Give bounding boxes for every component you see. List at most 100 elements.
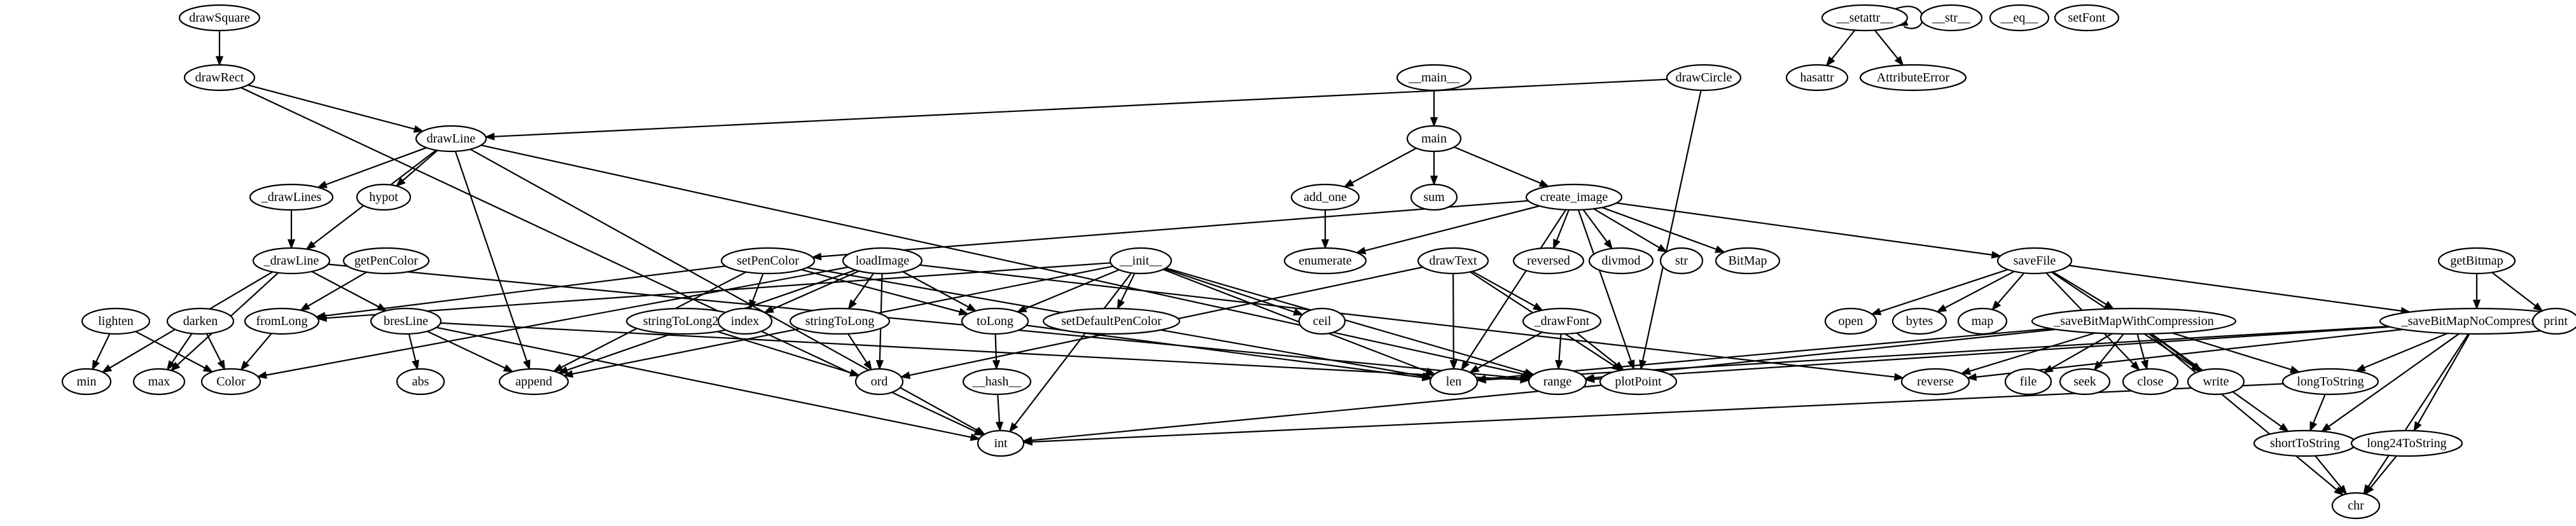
node-label: longToString xyxy=(2297,375,2364,389)
edge-init-to-ceil xyxy=(1164,268,1304,316)
edge-create-image-to-enumerate xyxy=(1355,205,1540,254)
edge-create-image-to-divmod xyxy=(1582,209,1613,250)
node-label: darken xyxy=(183,314,218,328)
node-shape xyxy=(356,183,412,211)
node-label: __main__ xyxy=(1408,71,1460,85)
node-setattr: __setattr__ xyxy=(1821,4,1909,32)
arrowhead-icon xyxy=(1475,375,1486,384)
arrowhead-icon xyxy=(900,371,911,379)
edge-create-image-to-str xyxy=(1593,208,1668,253)
edge-long24tostring-to-chr xyxy=(2364,455,2397,495)
edge-savebitmapnocompression-to-shorttostring xyxy=(2320,333,2460,433)
node-shape xyxy=(81,307,151,335)
edge-savebitmapwithcompression-to-file xyxy=(2043,333,2113,373)
node-shape xyxy=(2054,4,2120,32)
node-label: append xyxy=(515,375,552,389)
edge-create-image-to-bitmap xyxy=(1601,207,1726,253)
arrowhead-icon xyxy=(2533,302,2544,312)
node-shape xyxy=(1891,307,1947,335)
arrowhead-icon xyxy=(2320,423,2332,433)
node-label: add_one xyxy=(1304,190,1347,204)
node-label: map xyxy=(1972,314,1993,328)
arrowhead-icon xyxy=(958,308,970,315)
node-label: saveFile xyxy=(2014,254,2056,268)
node-attributeerror: AttributeError xyxy=(1859,64,1967,92)
arrowhead-icon xyxy=(1355,247,1367,254)
node-label: create_image xyxy=(1540,190,1608,204)
edge-getbitmap-to-savebitmapnocompression xyxy=(2472,273,2481,310)
edge-drawtext-to-drawfont xyxy=(1472,270,1543,311)
arrowhead-icon xyxy=(1321,239,1330,250)
node-map: map xyxy=(1957,307,2008,335)
node-shape xyxy=(342,247,430,275)
node-shape xyxy=(1900,368,1970,396)
edge-setattr-to-hasattr xyxy=(1825,29,1856,67)
node-drawrect: drawRect xyxy=(183,64,256,92)
node-label: open xyxy=(1839,314,1863,328)
edge-stringtolong24-to-ord xyxy=(717,331,860,377)
edge-savebitmapnocompression-to-longtostring xyxy=(2355,333,2448,371)
node-ceil: ceil xyxy=(1298,307,1346,335)
edge-tolong-to-hash xyxy=(992,333,1001,371)
arrowhead-icon xyxy=(215,56,224,67)
edge-drawline-to-range xyxy=(480,144,1533,378)
node-label: abs xyxy=(412,375,429,389)
edge-savebitmapwithcompression-to-chr xyxy=(2148,333,2344,496)
edge-shorttostring-to-chr xyxy=(2315,455,2348,495)
node-int: int xyxy=(977,429,1025,457)
node-label: __str__ xyxy=(1932,11,1971,25)
node-reverse: reverse xyxy=(1900,368,1970,396)
node-max: max xyxy=(132,368,186,396)
arrowhead-icon xyxy=(287,239,296,250)
node-label: seek xyxy=(2073,375,2096,389)
arrowhead-icon xyxy=(1603,239,1613,250)
arrowhead-icon xyxy=(1461,360,1470,371)
node-label: min xyxy=(76,375,96,389)
edge-drawrect-to-drawline xyxy=(247,84,424,133)
node-label: drawSquare xyxy=(189,11,250,25)
arrowhead-icon xyxy=(1966,373,1977,381)
node-shape xyxy=(249,183,334,211)
node-shape xyxy=(2122,368,2179,396)
node-fromlong: fromLong xyxy=(244,307,320,335)
node-range: range xyxy=(1528,368,1587,396)
node-shape xyxy=(1283,247,1367,275)
node-label: __hash__ xyxy=(972,375,1022,389)
node-label: getPenColor xyxy=(354,254,418,268)
node-shape xyxy=(2331,492,2381,520)
node-long24tostring: long24ToString xyxy=(2350,429,2463,457)
node-bresline: bresLine xyxy=(370,307,442,335)
arrowhead-icon xyxy=(1555,359,1563,371)
node-shape xyxy=(1429,368,1479,396)
arrowhead-icon xyxy=(1430,117,1438,128)
edge-plotpoint-to-int xyxy=(1022,384,1602,445)
edge-init-to-range xyxy=(1166,267,1535,377)
node-label: loadImage xyxy=(856,254,910,268)
node-label: Color xyxy=(216,375,246,389)
node-shape xyxy=(789,307,891,335)
node-len: len xyxy=(1429,368,1479,396)
arrowhead-icon xyxy=(811,253,822,261)
node-drawline: _drawLine xyxy=(252,247,331,275)
arrowhead-icon xyxy=(552,363,564,372)
node-seek: seek xyxy=(2059,368,2111,396)
edge-drawsquare-to-drawrect xyxy=(215,31,224,67)
edge-drawfont-to-len xyxy=(1468,331,1543,373)
node-write: write xyxy=(2187,368,2245,396)
node-chr: chr xyxy=(2331,492,2381,520)
node-shape xyxy=(1109,247,1173,275)
node-shape xyxy=(1821,4,1909,32)
node-loadimage: loadImage xyxy=(842,247,923,275)
arrowhead-icon xyxy=(1008,422,1019,433)
node-label: __eq__ xyxy=(2000,11,2039,25)
node-label: stringToLong24 xyxy=(643,314,725,328)
node-shape xyxy=(1824,307,1877,335)
arrowhead-icon xyxy=(1538,179,1550,187)
node-ord: ord xyxy=(854,368,904,396)
edge-savebitmapnocompression-to-range xyxy=(1584,326,2391,384)
edge-drawfont-to-plotpoint xyxy=(1576,332,1625,371)
node-enumerate: enumerate xyxy=(1283,247,1367,275)
node-label: file xyxy=(2020,375,2037,389)
node-shape xyxy=(854,368,904,396)
edge-loadimage-to-tolong xyxy=(902,271,977,312)
